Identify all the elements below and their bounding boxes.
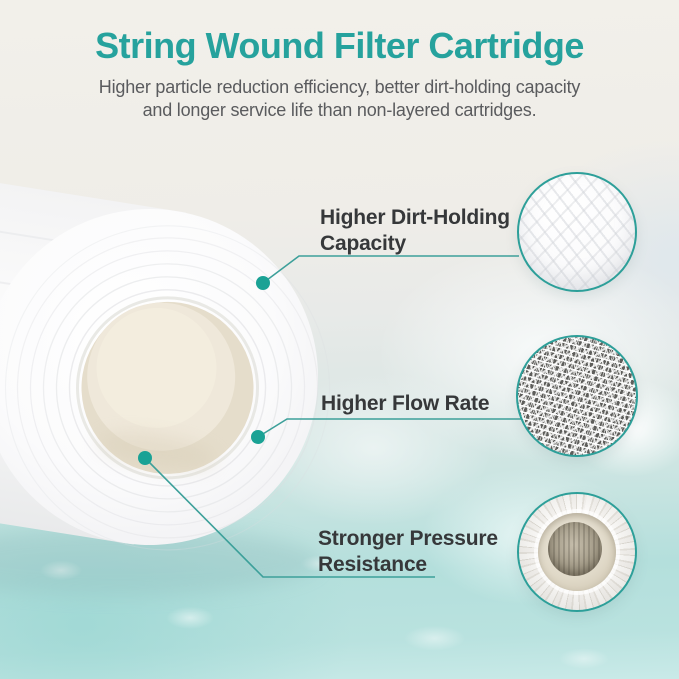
subtitle: Higher particle reduction efficiency, be… (0, 76, 679, 122)
callout-dot-pressure-resistance (138, 451, 152, 465)
hole-rim-shadow (76, 296, 260, 480)
callout-label-line: Higher Dirt-Holding (320, 206, 510, 229)
subtitle-line-1: Higher particle reduction efficiency, be… (98, 77, 581, 97)
callout-line-dirt-holding (262, 255, 519, 284)
detail-circle-flow-rate (516, 335, 638, 457)
cartridge-core (548, 522, 602, 576)
callout-dot-flow-rate (251, 430, 265, 444)
wound-string-rings (4, 225, 331, 551)
callout-line-pressure-resistance (144, 457, 435, 578)
cartridge-core-hole (81, 301, 254, 474)
cartridge-inner-ring (538, 513, 616, 591)
callout-label-pressure-resistance: Stronger Pressure Resistance (318, 526, 498, 578)
detail-circle-dirt-holding (517, 172, 637, 292)
callout-dots (138, 276, 270, 465)
callout-dot-dirt-holding (256, 276, 270, 290)
callout-lines (144, 255, 521, 578)
callout-line-flow-rate (257, 418, 521, 438)
detail-circle-pressure-resistance (517, 492, 637, 612)
filter-cartridge-photo (0, 137, 331, 551)
callout-label-flow-rate: Higher Flow Rate (321, 391, 490, 417)
callout-label-line: Stronger Pressure (318, 527, 498, 550)
callout-label-line: Capacity (320, 232, 406, 255)
cartridge-shadow (0, 528, 320, 596)
callout-label-line: Resistance (318, 553, 427, 576)
callout-label-dirt-holding: Higher Dirt-Holding Capacity (320, 205, 510, 257)
callout-label-line: Higher Flow Rate (321, 392, 490, 415)
subtitle-line-2: and longer service life than non-layered… (142, 100, 537, 120)
page-title: String Wound Filter Cartridge (95, 25, 584, 66)
